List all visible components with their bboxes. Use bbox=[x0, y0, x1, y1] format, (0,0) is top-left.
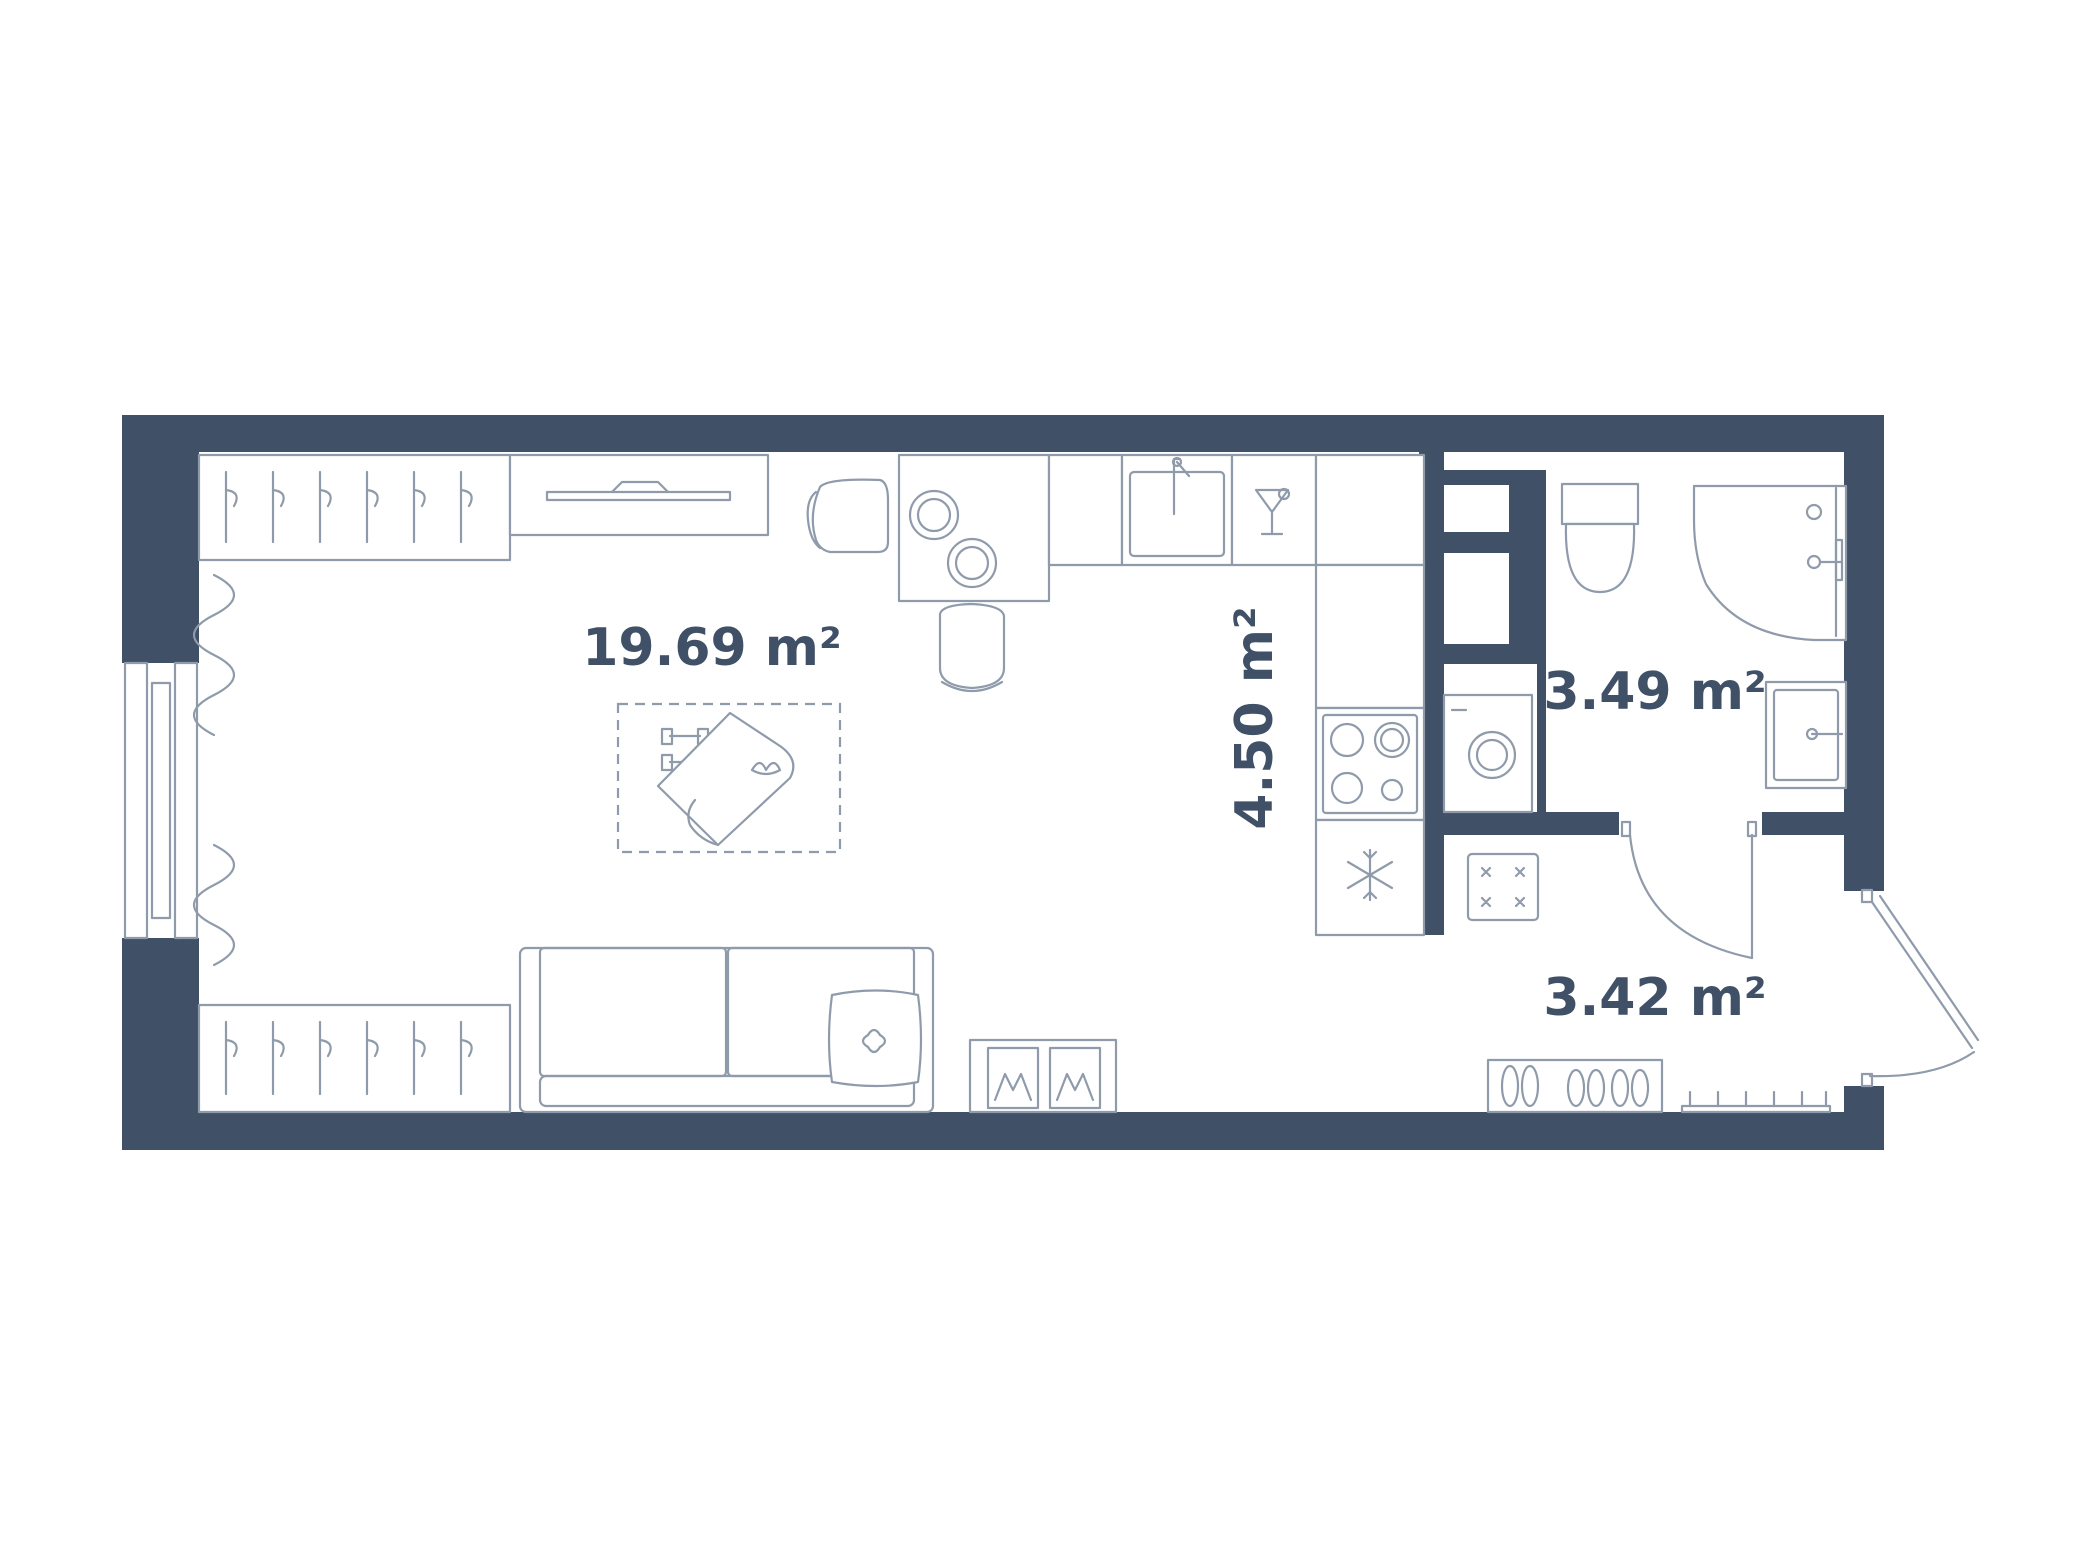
kitchen-counter bbox=[1047, 453, 1426, 937]
electrical-panel-icon bbox=[1466, 852, 1540, 922]
sink-icon bbox=[1128, 456, 1226, 558]
washbasin-icon bbox=[1764, 680, 1848, 790]
curtain-icon bbox=[193, 573, 235, 967]
stove-icon bbox=[1321, 713, 1419, 815]
shower-icon bbox=[1692, 484, 1848, 642]
room-area-kitchen: 4.50 m² bbox=[1225, 606, 1285, 829]
armchair-icon bbox=[806, 478, 890, 554]
window-icon bbox=[123, 661, 199, 940]
toilet-icon bbox=[1560, 482, 1640, 594]
shoe-rack-icon bbox=[1486, 1058, 1664, 1114]
dining-table-icon bbox=[897, 453, 1051, 603]
dining-chair-icon bbox=[938, 602, 1006, 692]
fridge-snowflake-icon bbox=[1346, 848, 1394, 902]
room-area-bathroom: 3.49 m² bbox=[1543, 662, 1766, 722]
workout-area bbox=[616, 702, 842, 854]
wardrobe-top bbox=[197, 453, 512, 562]
pillow-icon bbox=[827, 989, 923, 1088]
entrance-door-icon bbox=[1860, 888, 1980, 1088]
room-area-hallway: 3.42 m² bbox=[1543, 968, 1766, 1028]
door-icon bbox=[1620, 820, 1758, 960]
storage-baskets-icon bbox=[968, 1038, 1118, 1114]
washing-machine-icon bbox=[1442, 693, 1534, 814]
coat-hooks-icon bbox=[1680, 1090, 1832, 1114]
tv-icon bbox=[508, 453, 770, 537]
room-area-living: 19.69 m² bbox=[582, 618, 842, 678]
walls bbox=[122, 415, 1884, 1150]
wardrobe-bottom bbox=[197, 1003, 512, 1114]
yoga-mat-icon bbox=[656, 711, 795, 847]
cocktail-glass-icon bbox=[1254, 487, 1291, 536]
